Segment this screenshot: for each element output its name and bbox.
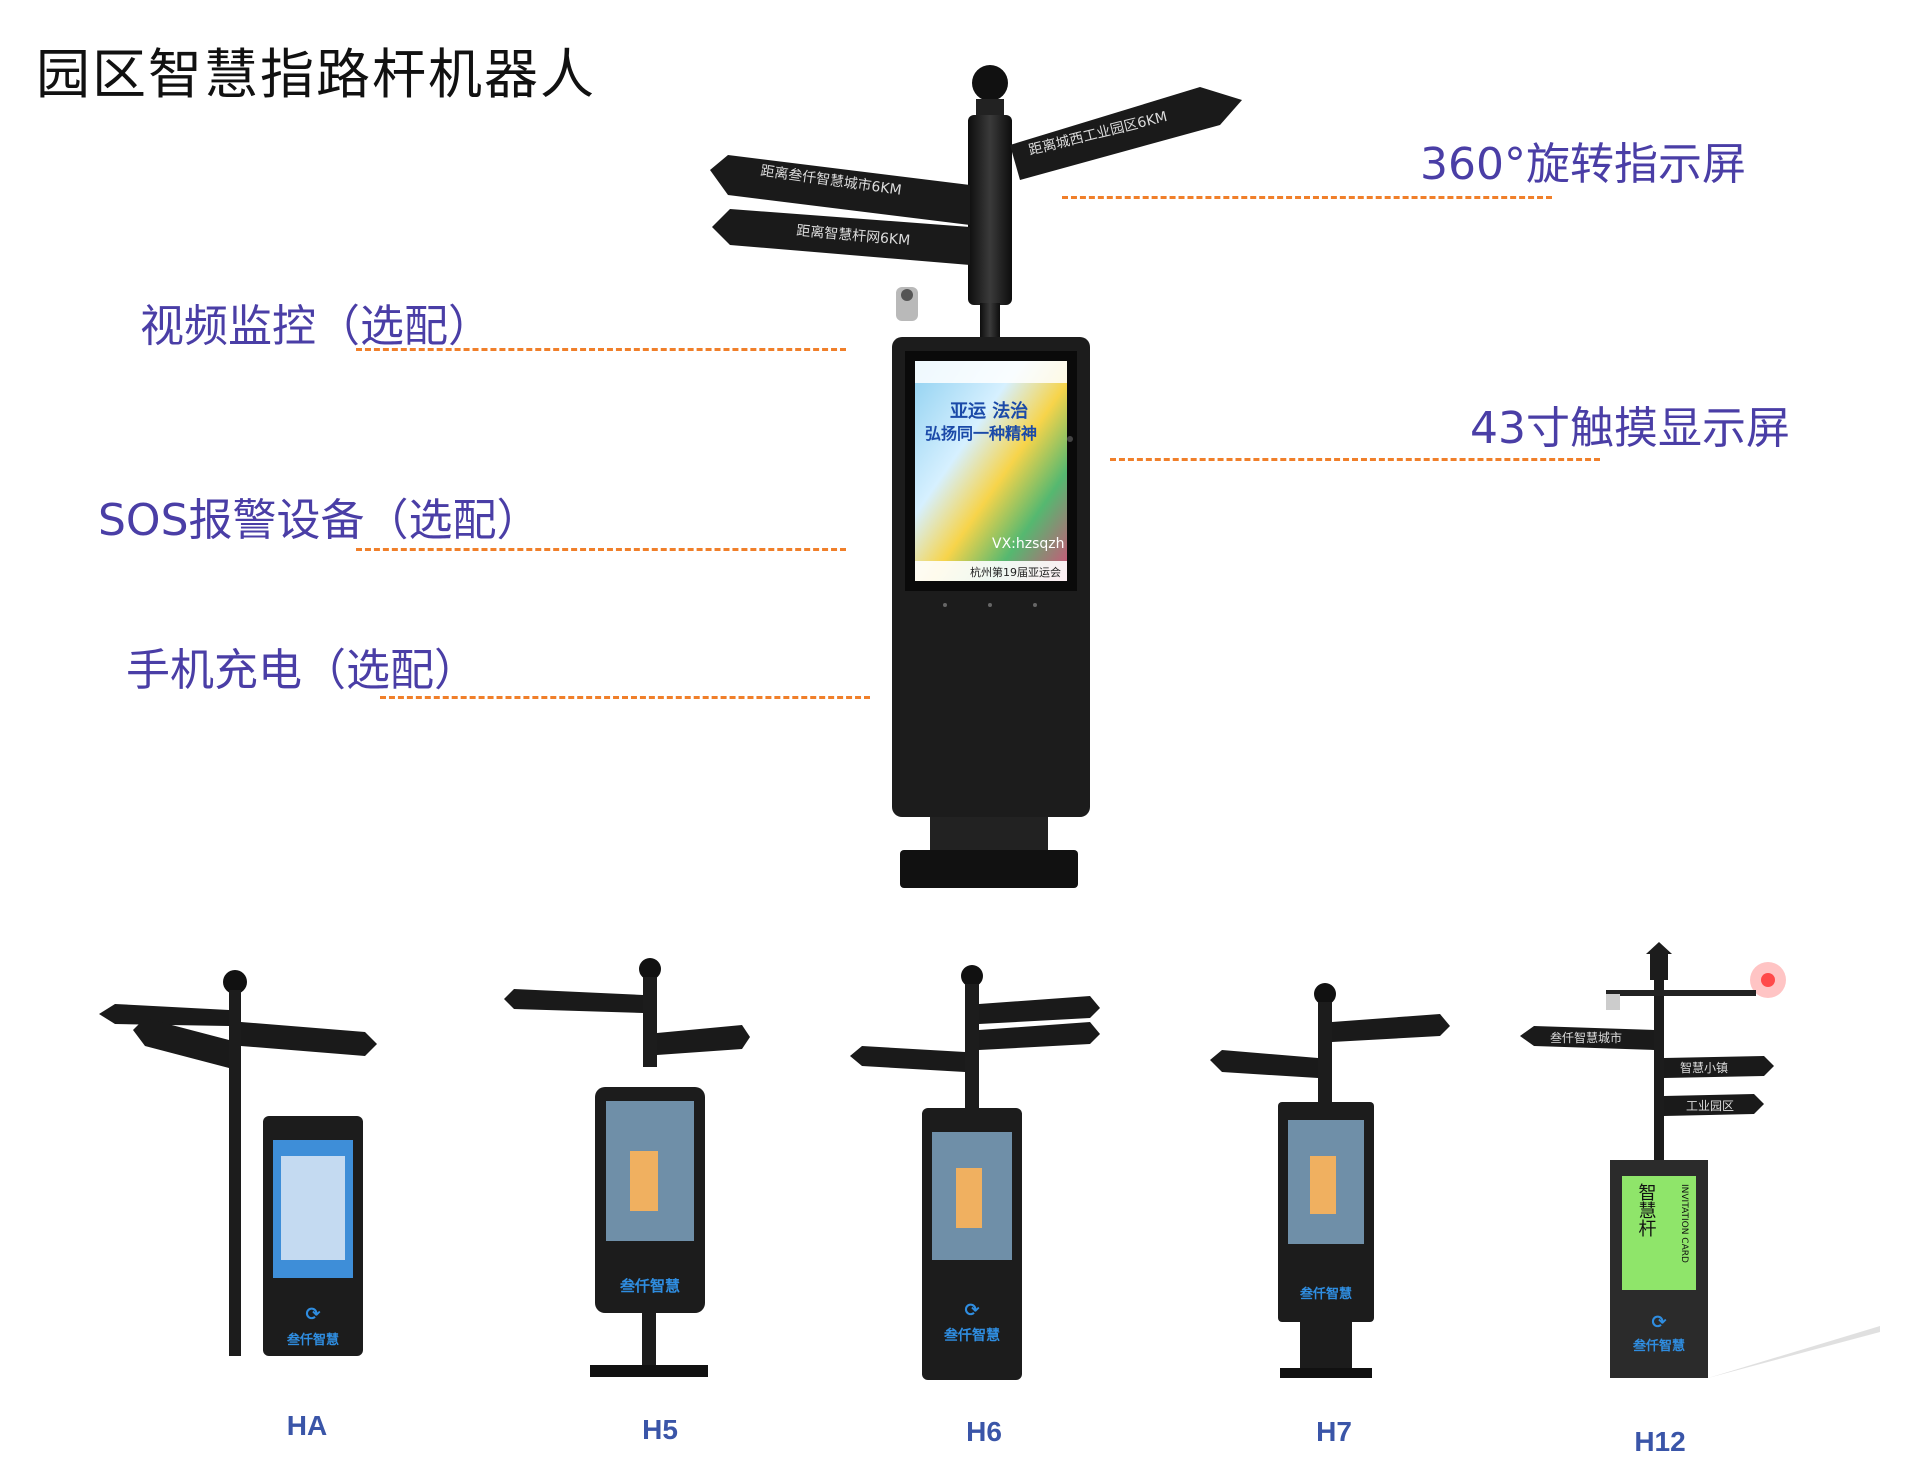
h12-screen-text: 智慧杆	[1636, 1183, 1657, 1237]
callout-rotating-screen: 360°旋转指示屏	[1420, 139, 1746, 190]
h6-brand-logo-icon: ⟳	[964, 1300, 979, 1321]
product-model-h7: 叁仟智慧	[1210, 983, 1450, 1378]
product-model-h5: 叁仟智慧	[504, 958, 750, 1377]
kiosk-base	[900, 850, 1078, 888]
callout-video-monitoring: 视频监控（选配）	[140, 301, 492, 352]
main-product-illustration: 距离城西工业园区6KM 距离叁仟智慧城市6KM 距离智慧杆网6KM 亚运 法治 …	[710, 65, 1242, 888]
model-label-ha: HA	[286, 1410, 328, 1441]
model-label-h12: H12	[1634, 1426, 1686, 1457]
ha-brand-name: 叁仟智慧	[286, 1332, 339, 1348]
product-model-h12: 叁仟智慧城市 智慧小镇 工业园区 智慧杆 INVITATION CARD ⟳ 叁…	[1520, 942, 1880, 1378]
camera-icon	[1606, 994, 1620, 1010]
callout-sos: SOS报警设备（选配）	[98, 495, 541, 546]
direction-sign-left-upper: 距离叁仟智慧城市6KM	[710, 155, 970, 225]
h6-brand-name: 叁仟智慧	[943, 1327, 1000, 1344]
leader-line-charging	[380, 696, 870, 699]
model-label-h6: H6	[966, 1416, 1002, 1447]
screen-headline-1: 亚运 法治	[950, 400, 1028, 422]
h12-side-text: INVITATION CARD	[1679, 1184, 1689, 1263]
model-label-h7: H7	[1316, 1416, 1352, 1447]
callout-touch-screen: 43寸触摸显示屏	[1470, 403, 1790, 454]
lamp-icon	[1650, 952, 1668, 980]
h5-brand-name: 叁仟智慧	[619, 1277, 680, 1295]
leader-line-touch-screen	[1110, 458, 1600, 461]
h12-sign-1: 叁仟智慧城市	[1550, 1030, 1622, 1045]
h12-sign-2: 智慧小镇	[1680, 1060, 1728, 1075]
product-model-h6: ⟳ 叁仟智慧	[850, 965, 1100, 1380]
leader-line-rotating-screen	[1062, 196, 1552, 199]
h12-brand-name: 叁仟智慧	[1632, 1338, 1685, 1354]
ha-brand-logo-icon: ⟳	[305, 1304, 320, 1325]
pole-upper	[968, 115, 1012, 305]
h12-sign-3: 工业园区	[1686, 1099, 1734, 1113]
screen-headline-2: 弘扬同一种精神	[925, 424, 1037, 443]
screen-watermark: VX:hzsqzh	[992, 536, 1065, 552]
h7-brand-name: 叁仟智慧	[1299, 1286, 1352, 1302]
direction-sign-right: 距离城西工业园区6KM	[1010, 87, 1242, 180]
leader-line-video	[356, 348, 846, 351]
product-model-ha: ⟳ 叁仟智慧	[99, 970, 377, 1356]
h12-brand-logo-icon: ⟳	[1651, 1312, 1666, 1333]
pole-top-ball	[972, 65, 1008, 101]
page-title: 园区智慧指路杆机器人	[36, 43, 596, 106]
leader-line-sos	[356, 548, 846, 551]
screen-footer: 杭州第19届亚运会	[970, 565, 1061, 579]
model-label-h5: H5	[642, 1414, 678, 1445]
direction-sign-left-lower: 距离智慧杆网6KM	[712, 209, 970, 265]
camera-icon	[896, 287, 918, 321]
h12-screen	[1622, 1176, 1696, 1290]
callout-charging: 手机充电（选配）	[126, 645, 478, 696]
touch-screen	[915, 361, 1067, 581]
